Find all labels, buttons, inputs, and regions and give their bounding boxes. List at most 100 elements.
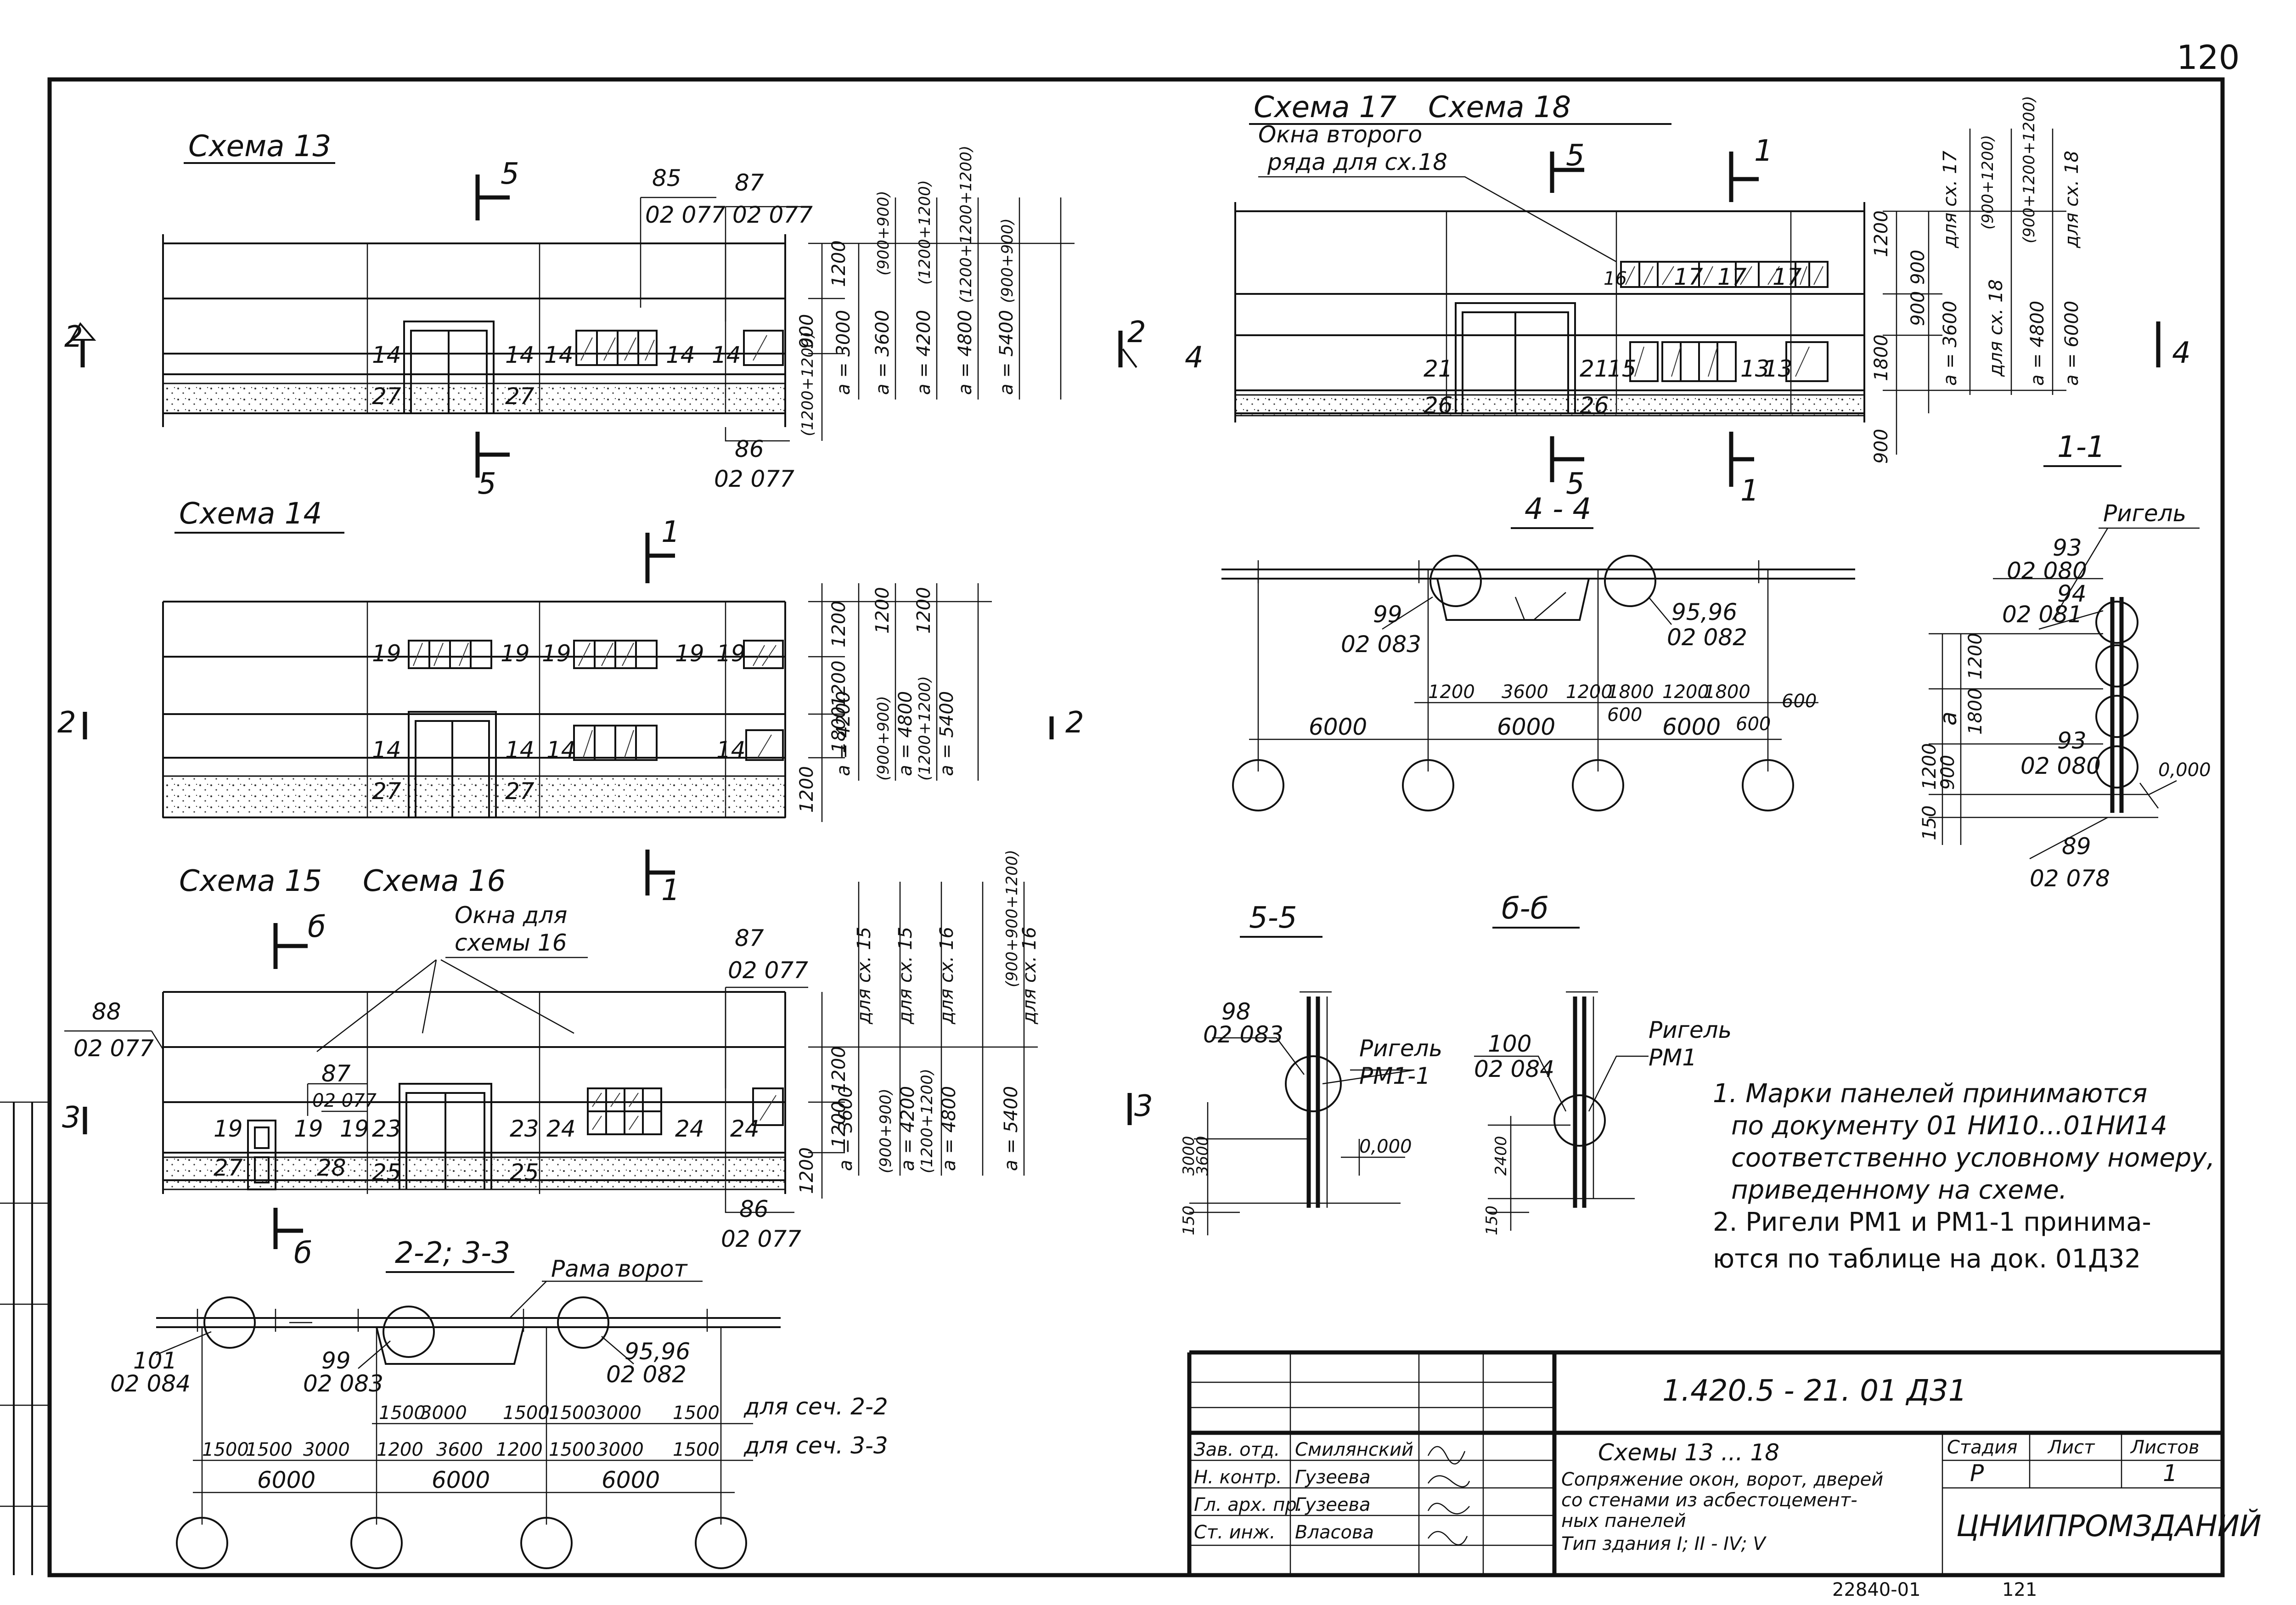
title-name: Смилянский — [1295, 1439, 1413, 1460]
s66-dim: 150 — [1483, 1205, 1501, 1235]
s2233-row2: 3000 — [303, 1439, 350, 1460]
s13-panel: 27 — [372, 383, 401, 410]
cut-label: 2 — [1127, 315, 1146, 349]
section-4-4: 4 - 4 99 02 083 95,96 02 082 1200 3600 1… — [1221, 492, 1855, 811]
section-1-1-title: 1-1 — [2057, 430, 2105, 464]
s14-panel: 14 — [372, 737, 401, 763]
s2233-row2: 1200 — [496, 1439, 543, 1460]
s17-dim: 900 — [1908, 291, 1929, 326]
s2233-total: 6000 — [432, 1467, 490, 1493]
s11-dim: 1200 — [1965, 633, 1986, 680]
title-line: Схемы 13 ... 18 — [1598, 1439, 1779, 1466]
title-line: Сопряжение окон, ворот, дверей — [1561, 1469, 1883, 1490]
cut-label: б — [294, 1236, 312, 1270]
cut-label: 5 — [1566, 467, 1585, 501]
s2233-mark-code: 02 084 — [110, 1370, 191, 1397]
s13-dim: (900+900) — [874, 191, 893, 276]
section-5-5: 5-5 98 02 083 Ригель РМ1-1 3000 3600 150… — [1180, 901, 1442, 1235]
s15-mark-code: 02 077 — [312, 1090, 377, 1111]
scheme-18-title: Схема 18 — [1428, 90, 1571, 124]
s11-mark: 93 — [2057, 727, 2087, 754]
s2233-row2: 1500 — [202, 1439, 249, 1460]
s14-panel: 27 — [372, 778, 401, 805]
s15-dim: (900+900) — [877, 1088, 895, 1173]
s66-mark: 100 — [1488, 1031, 1531, 1057]
windows-note: схемы 16 — [455, 929, 567, 956]
s13-panel: 14 — [712, 342, 741, 368]
cut-label: 4 — [2172, 336, 2191, 370]
title-role: Зав. отд. — [1194, 1439, 1280, 1460]
s15-dim: a = 3600 — [835, 1086, 856, 1171]
s13-dim: a = 3000 — [833, 310, 854, 395]
s15-dim: 1200 — [796, 1147, 817, 1194]
s17-panel: 17 — [1674, 264, 1703, 290]
s13-dim: a = 4200 — [913, 310, 934, 395]
title-line: со стенами из асбестоцемент- — [1561, 1490, 1857, 1511]
s15-panel: 24 — [675, 1115, 704, 1142]
cut-label: 2 — [57, 706, 76, 740]
scheme-15-title: Схема 15 — [179, 864, 322, 898]
s2233-row1: 1500 — [379, 1402, 426, 1424]
s44-dim: 6000 — [1662, 714, 1721, 740]
s44-dim: 1200 — [1428, 681, 1475, 703]
doc-code: 1.420.5 - 21. 01 Д31 — [1662, 1374, 1967, 1408]
s17-dim: для сх. 17 — [1940, 150, 1961, 248]
s14-panel: 19 — [675, 640, 704, 667]
scheme-17-title: Схема 17 — [1254, 90, 1397, 124]
s15-panel: 19 — [340, 1115, 369, 1142]
s11-mark: 89 — [2062, 833, 2091, 860]
s44-dim: 1800 — [1704, 681, 1750, 703]
s13-panel: 14 — [505, 342, 535, 368]
org-name: ЦНИИПРОМЗДАНИЙ — [1956, 1509, 2262, 1543]
s2233-row2: 3000 — [597, 1439, 644, 1460]
scheme-13: Схема 13 14 14 14 14 14 27 27 85 02 077 … — [64, 130, 1146, 501]
s15-mark-87: 87 — [735, 925, 764, 952]
s15-mark-86: 86 — [739, 1196, 769, 1222]
s15-panel: 25 — [372, 1159, 401, 1186]
s14-dim: 1200 — [828, 601, 850, 648]
s13-panel: 14 — [372, 342, 401, 368]
s15-dim: a = 4200 — [897, 1086, 918, 1171]
s11-dim: 1200 — [1919, 743, 1940, 790]
s15-mark-code: 02 077 — [73, 1035, 154, 1062]
s17-panel: 17 — [1773, 264, 1802, 290]
title-line: Тип здания I; II - IV; V — [1561, 1533, 1767, 1554]
s2233-row1: 1500 — [503, 1402, 550, 1424]
s2233-row1: 3000 — [595, 1402, 642, 1424]
note-1: по документу 01 НИ10...01НИ14 — [1731, 1111, 2167, 1141]
s15-panel: 28 — [317, 1154, 346, 1181]
s17-dim: 1200 — [1871, 210, 1892, 257]
s66-rm: РМ1 — [1649, 1044, 1697, 1071]
s15-mark-88: 88 — [92, 998, 121, 1025]
s44-mark-code: 02 083 — [1341, 631, 1421, 658]
s11-mark: 93 — [2053, 535, 2082, 561]
section-6-6-title: б-б — [1502, 892, 1548, 926]
s14-dim: a = 4200 — [833, 691, 854, 776]
signature — [1427, 1446, 1470, 1546]
s11-dim: 900 — [1937, 755, 1958, 790]
s11-rigel: Ригель — [2103, 500, 2186, 527]
s44-mark: 99 — [1373, 601, 1402, 628]
s15-dim: a = 5400 — [1001, 1086, 1022, 1171]
notes: 1. Марки панелей принимаются по документ… — [1713, 1079, 2215, 1274]
cut-label: 3 — [1134, 1089, 1153, 1123]
s2233-total: 6000 — [257, 1467, 315, 1493]
s11-mark-code: 02 078 — [2030, 865, 2110, 892]
s13-dim: (900+900) — [998, 218, 1017, 303]
s14-panel: 19 — [372, 640, 401, 667]
s17-dim: для сх. 18 — [2061, 151, 2082, 248]
windows-note: Окна для — [455, 902, 567, 929]
s44-dim: 600 — [1782, 691, 1817, 712]
s15-dim: (900+900+1200) — [1003, 850, 1021, 987]
s44-dim: 1800 — [1607, 681, 1654, 703]
s14-dim: 1200 — [872, 587, 893, 634]
title-role: Ст. инж. — [1194, 1522, 1276, 1543]
s15-dim: для сх. 15 — [895, 927, 916, 1025]
s11-mark: 94 — [2057, 580, 2087, 607]
s11-dim: 150 — [1919, 805, 1940, 840]
scheme-14-title: Схема 14 — [179, 497, 322, 531]
s2233-mark-code: 02 083 — [303, 1370, 383, 1397]
s17-panel: 16 — [1604, 268, 1627, 289]
s44-dim: 600 — [1607, 704, 1642, 726]
s2233-mark: 99 — [321, 1347, 351, 1374]
